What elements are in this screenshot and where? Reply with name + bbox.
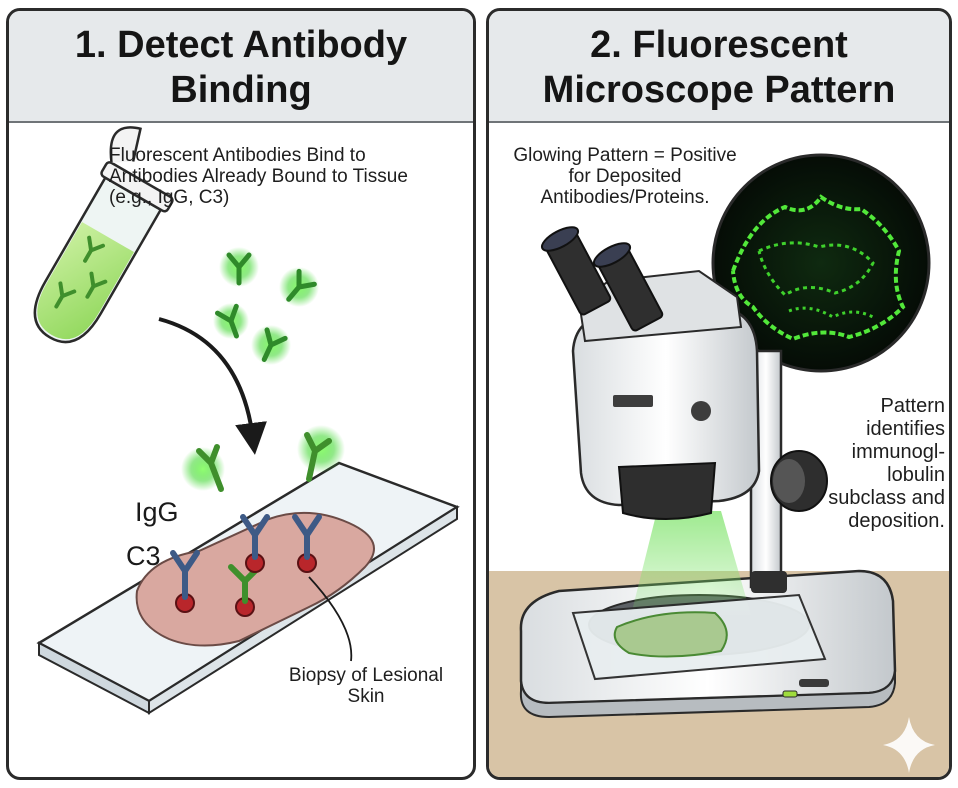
- panel-microscope-pattern: 2. Fluorescent Microscope Pattern: [486, 8, 952, 780]
- microscope-illustration: [489, 11, 949, 777]
- biopsy-caption: Biopsy of Lesional Skin: [281, 665, 451, 707]
- panel-detect-binding: 1. Detect Antibody Binding: [6, 8, 476, 780]
- c3-label: C3: [126, 541, 161, 572]
- antibody-binding-illustration: [9, 11, 473, 777]
- pattern-identifies-caption: Pattern identifies immunogl-lobulin subc…: [827, 395, 945, 533]
- glowing-pattern-caption: Glowing Pattern = Positive for Deposited…: [501, 145, 749, 208]
- igg-label: IgG: [135, 497, 179, 528]
- antibody-binding-caption: Fluorescent Antibodies Bind to Antibodie…: [109, 145, 429, 208]
- fluorescent-antibodies: [208, 247, 327, 372]
